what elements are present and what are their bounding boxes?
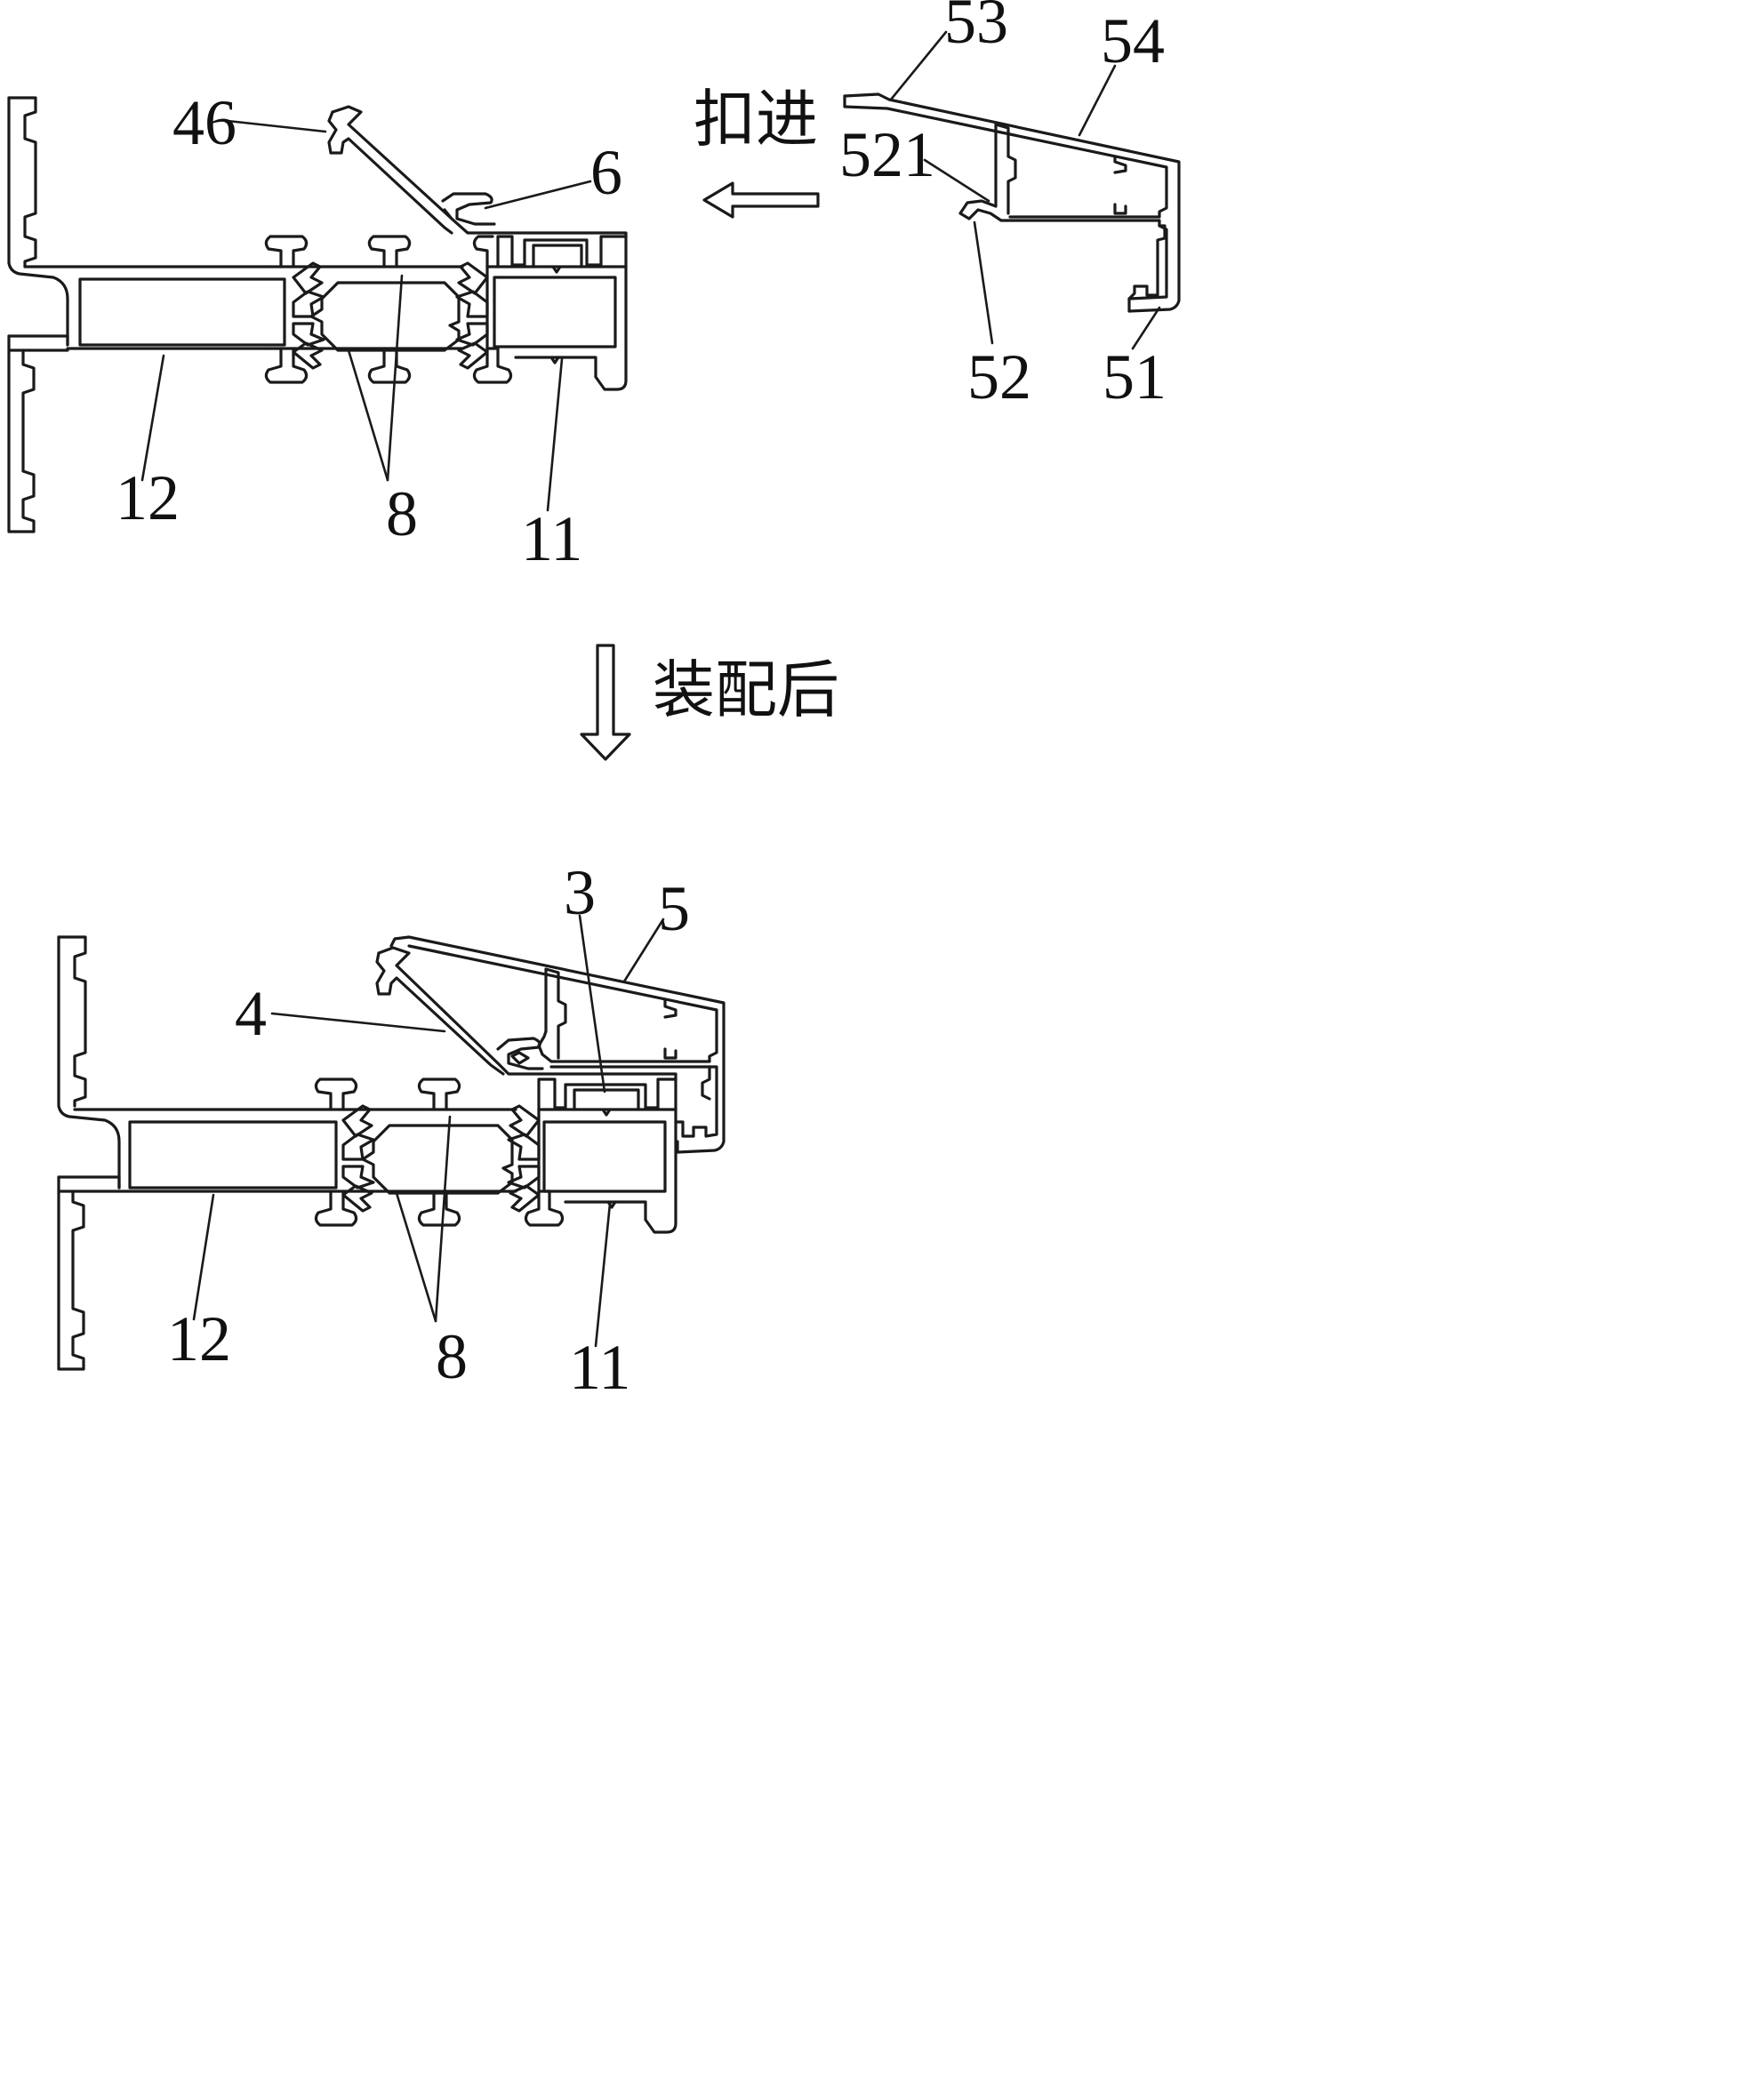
label-53: 53 <box>944 0 1008 57</box>
action-text-snap-in: 扣进 <box>694 83 818 156</box>
label-521: 521 <box>839 119 935 190</box>
label-46: 46 <box>172 87 237 158</box>
label-3: 3 <box>564 857 596 928</box>
label-6: 6 <box>590 137 622 208</box>
label-11-top: 11 <box>521 503 582 574</box>
label-4: 4 <box>235 978 267 1049</box>
top-assembly-before: 46 6 12 8 11 <box>9 87 626 574</box>
snap-in-arrow: 扣进 <box>694 83 818 217</box>
label-8-bottom: 8 <box>436 1321 468 1392</box>
after-assembly-arrow: 装配后 <box>581 645 839 759</box>
label-12-top: 12 <box>116 462 180 533</box>
cover-piece-before: 53 54 521 52 51 <box>839 0 1179 413</box>
label-51: 51 <box>1102 341 1167 413</box>
label-52: 52 <box>967 341 1031 413</box>
label-54: 54 <box>1101 5 1165 76</box>
step-text-after-assembly: 装配后 <box>653 653 839 726</box>
label-12-bottom: 12 <box>167 1303 231 1374</box>
label-11-bottom: 11 <box>569 1332 630 1403</box>
bottom-assembly-after: 3 5 4 12 8 11 <box>59 857 724 1403</box>
label-5: 5 <box>658 873 690 944</box>
label-8-top: 8 <box>386 478 418 549</box>
